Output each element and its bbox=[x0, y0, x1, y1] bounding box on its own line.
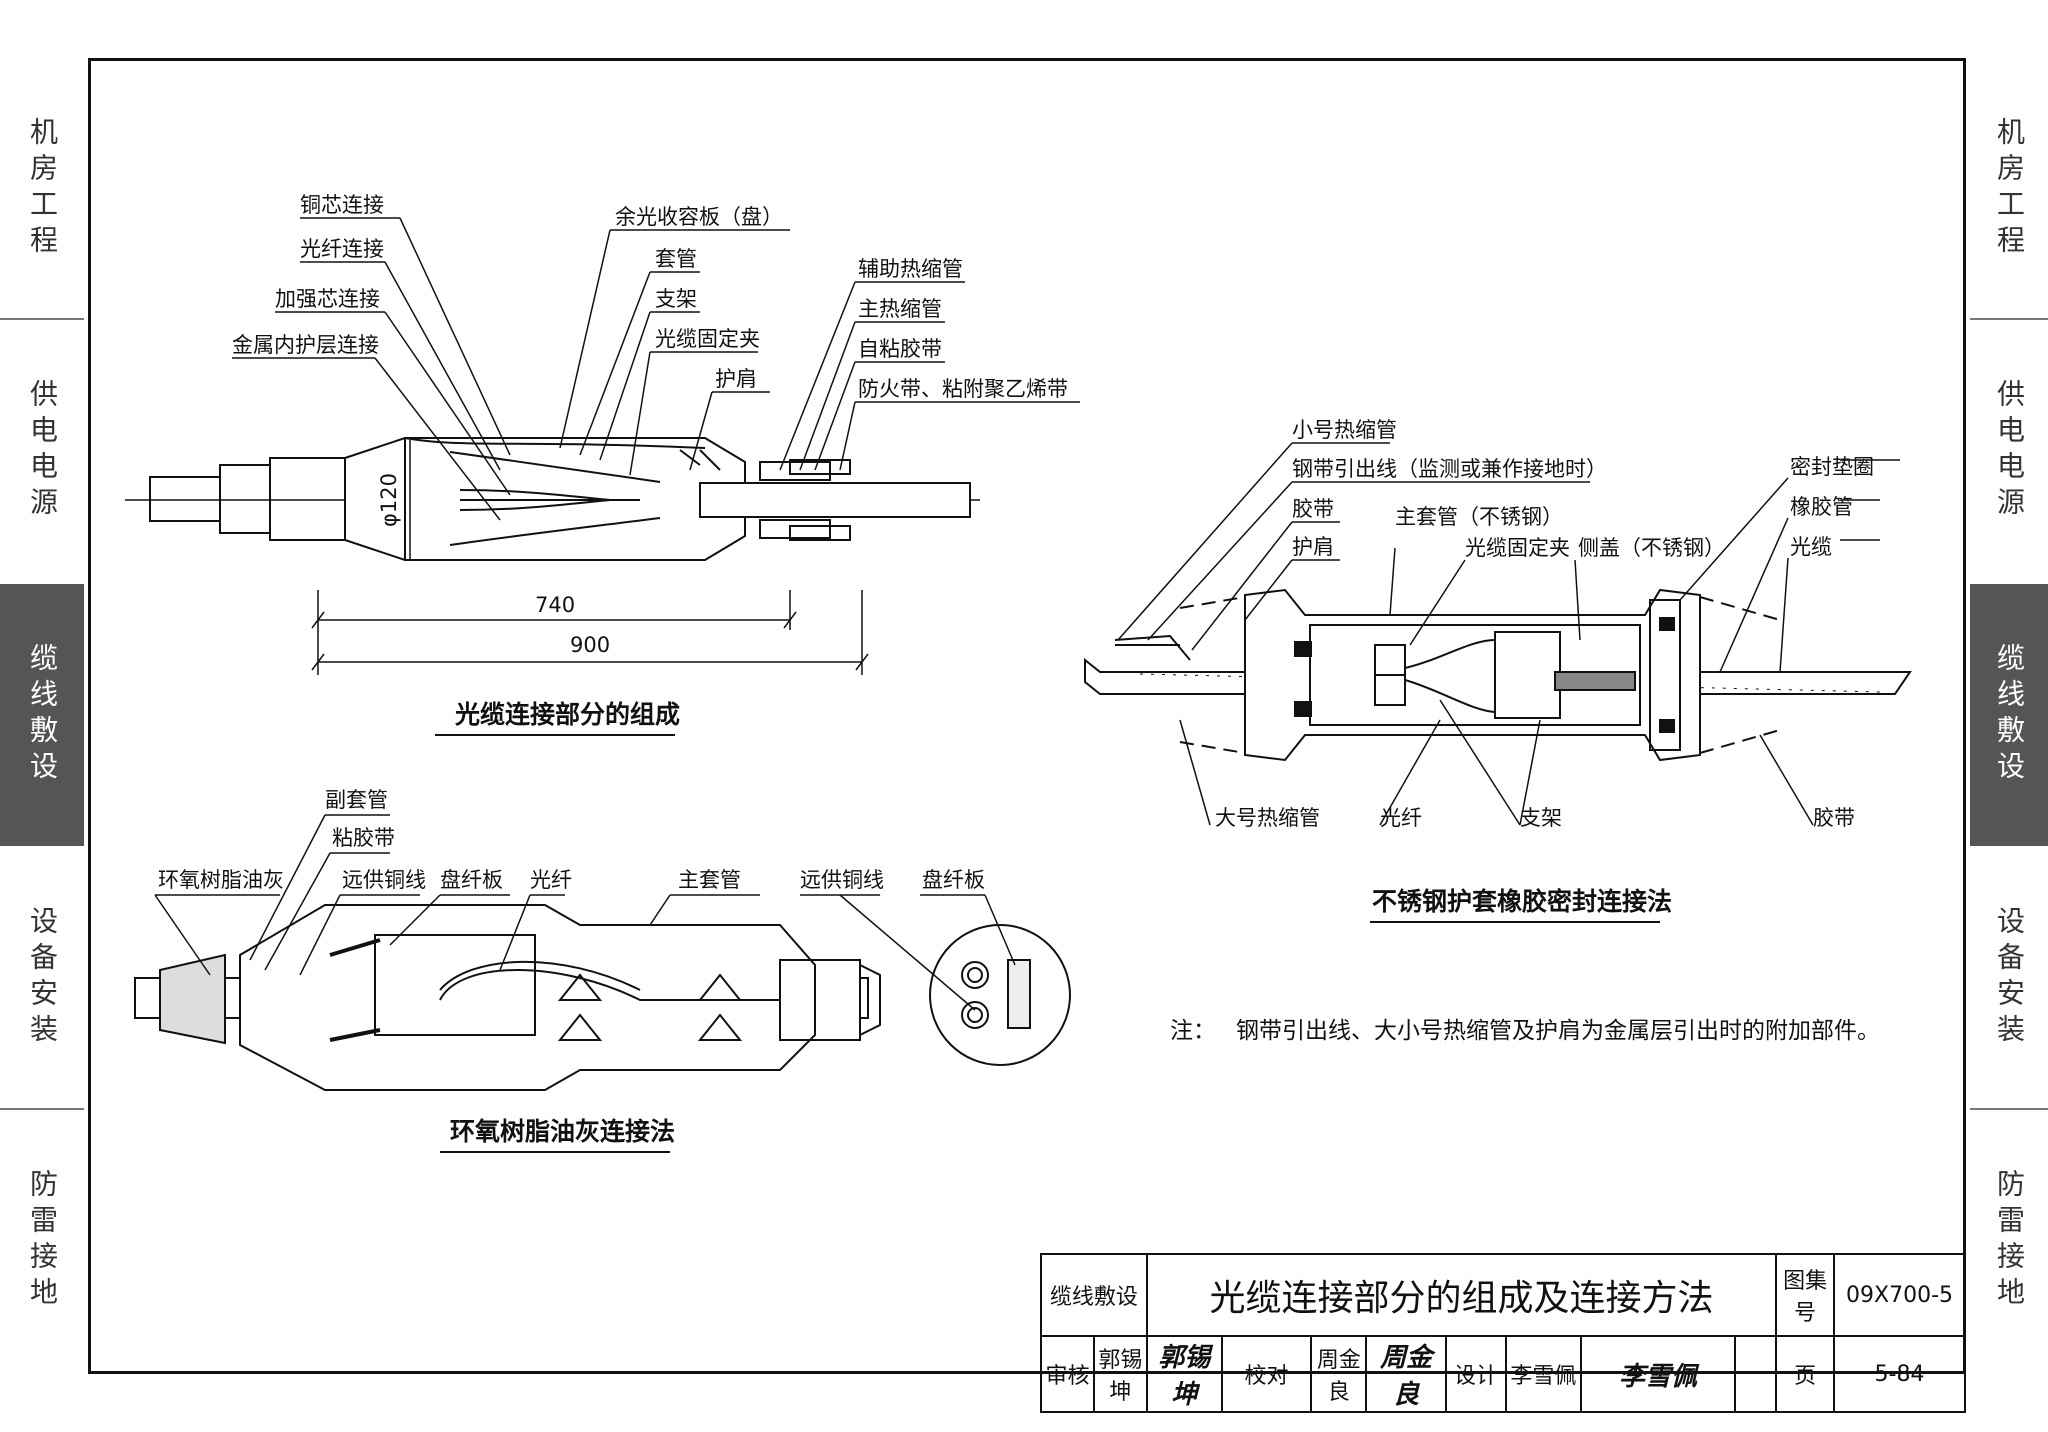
label-seal-ring: 密封垫圈 bbox=[1790, 455, 1874, 479]
fig1-closure bbox=[125, 437, 980, 561]
label-tape: 胶带 bbox=[1292, 497, 1334, 521]
label-fiber3: 光纤 bbox=[530, 868, 572, 892]
label-main-sleeve: 主套管 bbox=[678, 868, 741, 892]
label-tray: 盘纤板 bbox=[440, 868, 503, 892]
label-cable-clamp: 光缆固定夹 bbox=[655, 327, 760, 351]
label-strength-core: 加强芯连接 bbox=[275, 287, 380, 311]
tb-title: 光缆连接部分的组成及连接方法 bbox=[1145, 1253, 1778, 1337]
sidebar-right-item-3[interactable]: 缆线敷设 bbox=[1970, 584, 2048, 846]
label-side-cover: 侧盖（不锈钢） bbox=[1578, 536, 1725, 560]
fig2-closure bbox=[1084, 588, 1912, 762]
label-fiber2: 光纤 bbox=[1380, 806, 1422, 830]
tb-atlas-label: 图集号 bbox=[1775, 1253, 1836, 1337]
sidebar-left-item-1[interactable]: 机房工程 bbox=[26, 117, 59, 261]
fig1-labels: 铜芯连接 光纤连接 加强芯连接 金属内护层连接 余光收容板（盘） 套管 支架 光… bbox=[232, 193, 1068, 657]
note-text: 钢带引出线、大小号热缩管及护肩为金属层引出时的附加部件。 bbox=[1236, 1018, 1880, 1044]
label-cable-clamp2: 光缆固定夹 bbox=[1465, 536, 1570, 560]
dim-740: 740 bbox=[535, 593, 575, 617]
sidebar-right-item-2[interactable]: 供电电源 bbox=[1993, 379, 2026, 523]
label-bracket: 支架 bbox=[655, 287, 697, 311]
fig1-dimensions bbox=[311, 590, 869, 675]
tb-checker: 周金良 bbox=[1310, 1335, 1368, 1413]
fig2-caption: 不锈钢护套橡胶密封连接法 bbox=[1372, 887, 1672, 916]
label-self-tape: 自粘胶带 bbox=[858, 337, 942, 361]
fig3-labels: 副套管 粘胶带 环氧树脂油灰 远供铜线 盘纤板 光纤 主套管 远供铜线 盘纤板 bbox=[158, 788, 985, 892]
label-steel-lead: 钢带引出线（监测或兼作接地时） bbox=[1292, 457, 1607, 481]
label-copper-core: 铜芯连接 bbox=[300, 193, 384, 217]
tb-designer: 李雪佩 bbox=[1504, 1335, 1582, 1413]
label-sub-sleeve: 副套管 bbox=[325, 788, 388, 812]
label-small-shrink: 小号热缩管 bbox=[1292, 418, 1397, 442]
label-remote-wire2: 远供铜线 bbox=[800, 868, 884, 892]
tb-design-label: 设计 bbox=[1445, 1335, 1507, 1413]
label-remote-wire: 远供铜线 bbox=[342, 868, 426, 892]
label-shoulder: 护肩 bbox=[715, 367, 757, 391]
tb-designer-signature: 李雪佩 bbox=[1579, 1335, 1737, 1413]
tb-spacer bbox=[1734, 1335, 1778, 1413]
label-main-shrink: 主热缩管 bbox=[858, 297, 942, 321]
label-rubber-tube: 橡胶管 bbox=[1790, 495, 1853, 519]
label-sleeve: 套管 bbox=[655, 247, 697, 271]
label-adhesive-tape: 粘胶带 bbox=[332, 826, 395, 850]
label-spare-tray: 余光收容板（盘） bbox=[615, 205, 783, 229]
label-fiber-conn: 光纤连接 bbox=[300, 237, 384, 261]
label-aux-shrink: 辅助热缩管 bbox=[858, 257, 963, 281]
tb-checker-signature: 周金良 bbox=[1365, 1335, 1448, 1413]
tb-check-label: 校对 bbox=[1220, 1335, 1313, 1413]
tb-page-no: 5-84 bbox=[1833, 1335, 1966, 1413]
tb-reviewer: 郭锡坤 bbox=[1092, 1335, 1148, 1413]
label-main-sleeve-steel: 主套管（不锈钢） bbox=[1395, 505, 1563, 529]
fig2-leaders bbox=[1117, 442, 1900, 826]
tb-atlas-no: 09X700-5 bbox=[1833, 1253, 1966, 1337]
fig1-diameter: φ120 bbox=[377, 473, 401, 527]
sidebar-right-item-5[interactable]: 防雷接地 bbox=[1993, 1169, 2026, 1313]
tb-page-label: 页 bbox=[1775, 1335, 1836, 1413]
fig1-leaders bbox=[232, 217, 1080, 521]
sidebar-left-item-4[interactable]: 设备安装 bbox=[26, 906, 59, 1050]
sidebar-left-item-5[interactable]: 防雷接地 bbox=[26, 1169, 59, 1313]
title-block: 缆线敷设 光缆连接部分的组成及连接方法 图集号 09X700-5 审核 郭锡坤 … bbox=[1040, 1253, 1966, 1413]
label-tray2: 盘纤板 bbox=[922, 868, 985, 892]
label-bracket2: 支架 bbox=[1520, 806, 1562, 830]
fig2-labels: 小号热缩管 钢带引出线（监测或兼作接地时） 胶带 护肩 主套管（不锈钢） 光缆固… bbox=[1215, 418, 1874, 830]
sidebar-right-item-1[interactable]: 机房工程 bbox=[1993, 117, 2026, 261]
note-prefix: 注： bbox=[1170, 1018, 1216, 1044]
fig3-closure bbox=[134, 904, 1071, 1091]
label-shoulder2: 护肩 bbox=[1292, 535, 1334, 559]
label-epoxy: 环氧树脂油灰 bbox=[158, 868, 284, 892]
label-cable: 光缆 bbox=[1790, 535, 1832, 559]
fig3-leaders bbox=[154, 814, 1016, 1011]
sidebar-left-item-2[interactable]: 供电电源 bbox=[26, 379, 59, 523]
fig3-caption: 环氧树脂油灰连接法 bbox=[450, 1117, 675, 1146]
label-metal-inner: 金属内护层连接 bbox=[232, 333, 379, 357]
tb-section: 缆线敷设 bbox=[1040, 1253, 1148, 1337]
sidebar-left-item-3[interactable]: 缆线敷设 bbox=[0, 584, 84, 846]
tb-review-label: 审核 bbox=[1040, 1335, 1095, 1413]
tb-reviewer-signature: 郭锡坤 bbox=[1145, 1335, 1223, 1413]
dim-900: 900 bbox=[570, 633, 610, 657]
fig1-caption: 光缆连接部分的组成 bbox=[454, 700, 680, 729]
label-tape-bottom: 胶带 bbox=[1813, 806, 1855, 830]
drawing-frame bbox=[88, 58, 1966, 1374]
label-fire-tape: 防火带、粘附聚乙烯带 bbox=[858, 377, 1068, 401]
sidebar-right-item-4[interactable]: 设备安装 bbox=[1993, 906, 2026, 1050]
label-large-shrink: 大号热缩管 bbox=[1215, 806, 1320, 830]
